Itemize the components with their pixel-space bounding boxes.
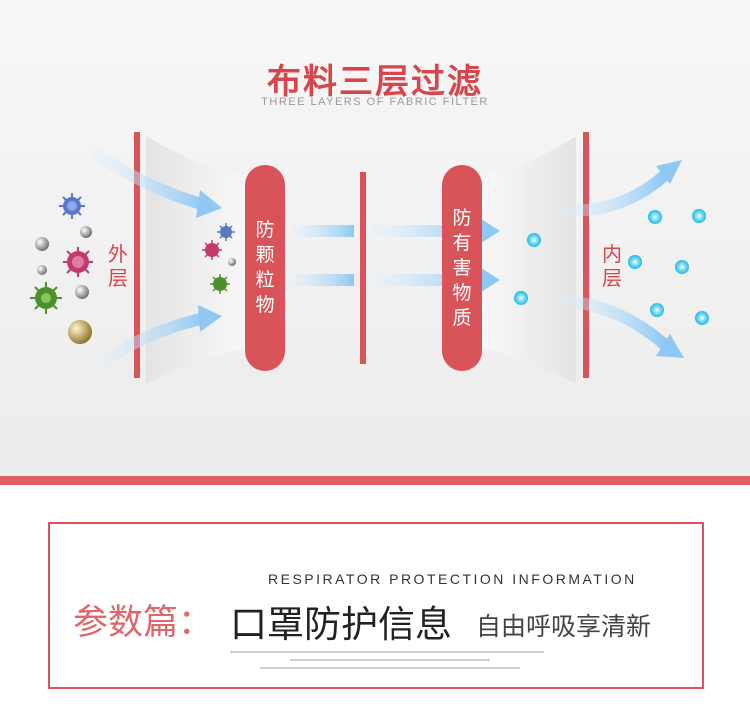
virus-blue-icon [59,193,85,219]
dust-particle [37,265,47,275]
clean-air-bubble [695,311,709,325]
dust-particle [75,285,89,299]
info-prefix: 参数篇： [73,603,214,643]
inner-layer-label: 内 层 [600,242,624,290]
middle-arrow-2 [290,274,354,286]
particle-filter-char: 物 [255,294,275,316]
trapped-virus-pink-icon [202,240,222,260]
virus-green-icon [30,282,62,314]
particle-filter-char: 颗 [255,244,275,266]
decorative-fine-line [260,667,520,669]
middle-layer-bar [360,172,366,364]
harmful-filter-char: 有 [452,231,472,254]
outer-layer-bar [134,132,140,378]
filter-diagram-section: 布料三层过滤 THREE LAYERS OF FABRIC FILTER [0,0,750,476]
outer-layer-label-char: 外 [108,242,128,266]
info-banner-frame [48,522,704,689]
inner-layer-label-char: 内 [602,242,622,266]
decorative-fine-line [290,659,490,661]
trapped-virus-blue-icon [217,223,235,241]
incoming-arrow-top [88,146,222,218]
clean-air-bubble [650,303,664,317]
middle-arrow-1 [290,225,354,237]
trapped-virus-green-icon [210,274,230,294]
harmful-filter-char: 防 [452,206,472,229]
particle-filter-char: 粒 [255,269,275,291]
clean-air-bubble [628,255,642,269]
clean-air-bubble [648,210,662,224]
particle-filter-char: 防 [255,219,275,241]
inner-funnel [466,136,576,384]
harmful-filter-label: 防 有 害 物 质 [442,165,482,371]
dust-particle [35,237,49,251]
info-english-heading: RESPIRATOR PROTECTION INFORMATION [268,571,637,587]
harmful-filter-char: 害 [452,256,472,279]
clean-air-bubble [527,233,541,247]
incoming-arrow-bottom [94,305,222,370]
decorative-fine-line [230,651,544,653]
harmful-filter-char: 物 [452,281,472,304]
outer-layer-label-char: 层 [108,266,128,290]
clean-air-bubble [514,291,528,305]
dust-particle [80,226,92,238]
outgoing-arrow-top [559,160,682,217]
info-tagline: 自由呼吸享清新 [476,612,652,641]
particle-filter-label: 防 颗 粒 物 [245,165,285,371]
filter-illustration [30,132,709,384]
trapped-dust-particle [228,258,236,266]
clean-air-bubble [675,260,689,274]
clean-air-bubble [692,209,706,223]
outgoing-arrow-bottom [559,294,684,358]
section-subtitle: THREE LAYERS OF FABRIC FILTER [261,96,489,108]
virus-pink-icon [63,247,93,277]
outer-layer-label: 外 层 [106,242,130,290]
pollen-particle [68,320,92,344]
harmful-filter-char: 质 [452,306,472,329]
inner-layer-label-char: 层 [602,266,622,290]
section-title: 布料三层过滤 [267,62,483,102]
info-main-title: 口罩防护信息 [230,603,452,646]
inner-layer-bar [583,132,589,378]
section-divider [0,476,750,485]
